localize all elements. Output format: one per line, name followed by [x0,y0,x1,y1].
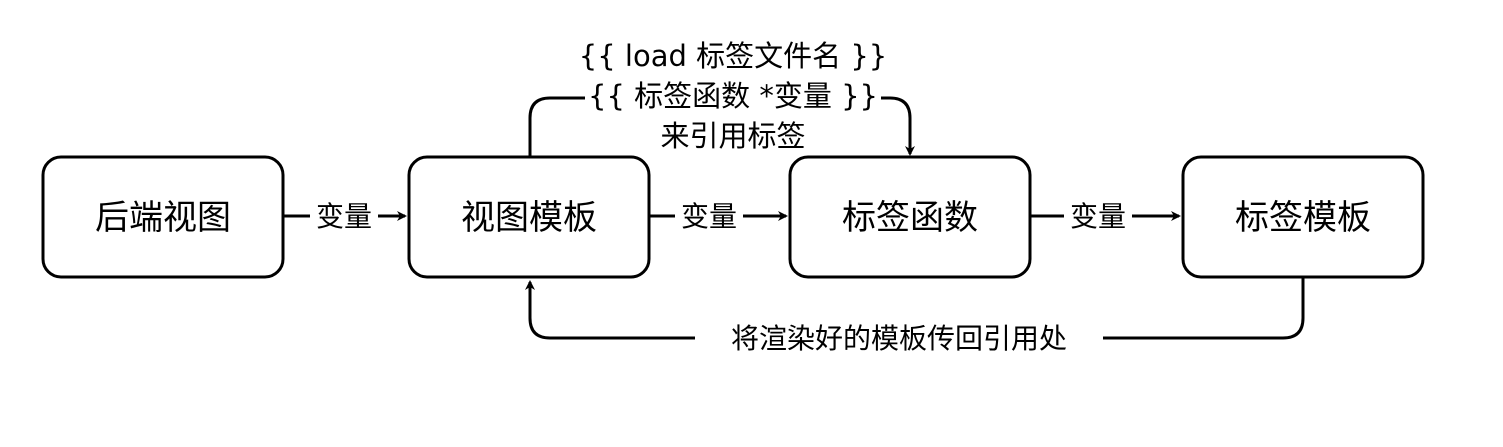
reference-note-line-2: {{ 标签函数 *变量 }} [588,79,878,113]
edge-label-return-to-reference: 将渲染好的模板传回引用处 [731,322,1067,355]
node-label-tag-template: 标签模板 [1235,198,1371,238]
node-backend-view: 后端视图 [41,155,285,279]
edge-label-backend-to-view: 变量 [316,200,372,233]
edge-label-view-to-function: 变量 [681,200,737,233]
node-tag-function: 标签函数 [788,155,1032,279]
edge-label-bg [1064,200,1132,232]
node-label-view-template: 视图模板 [461,198,597,238]
node-view-template: 视图模板 [407,155,651,279]
node-label-tag-function: 标签函数 [842,198,978,238]
edge-label-function-to-template: 变量 [1070,200,1126,233]
reference-note-bg [585,38,881,158]
edge-label-bg [310,200,378,232]
reference-note-line-3: 来引用标签 [660,119,805,153]
edge-label-bg [675,200,743,232]
node-label-backend-view: 后端视图 [95,198,231,238]
edge-label-bg [695,320,1103,356]
node-tag-template: 标签模板 [1181,155,1425,279]
reference-note-line-1: {{ load 标签文件名 }} [579,39,887,73]
